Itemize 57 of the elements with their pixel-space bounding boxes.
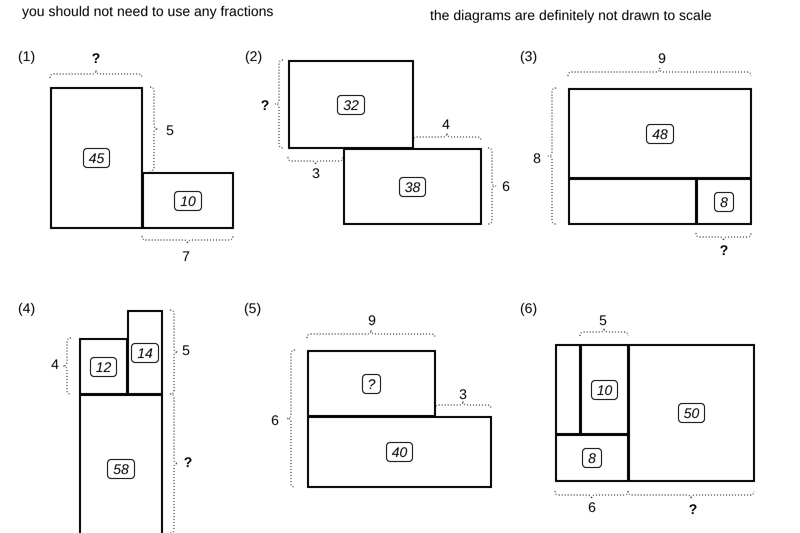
dimension-label: 9 (368, 312, 376, 328)
area-label: 48 (646, 124, 674, 144)
area-label: 14 (131, 342, 159, 362)
panel-number: (3) (520, 48, 538, 64)
area-label: ? (362, 374, 382, 394)
rectangle-region (628, 344, 755, 482)
rectangle-region (142, 172, 234, 229)
panel-number: (1) (18, 48, 36, 64)
dimension-label: ? (260, 97, 270, 113)
dimension-label: 4 (51, 356, 59, 372)
dimension-label: 3 (459, 386, 467, 402)
area-label: 58 (107, 459, 135, 479)
dimension-label: ? (720, 242, 728, 258)
area-label: 12 (90, 356, 118, 376)
dimension-label: 5 (166, 122, 174, 138)
dimension-label: ? (688, 501, 698, 517)
area-label: 8 (582, 448, 602, 468)
panel-number: (2) (245, 48, 262, 64)
rectangle-region (50, 87, 143, 229)
panel-number: (5) (244, 300, 262, 316)
rectangle-region (343, 148, 482, 225)
area-label: 10 (590, 380, 618, 400)
panel-number: (6) (520, 300, 538, 316)
rectangle-region (307, 416, 492, 488)
dimension-label: 5 (182, 342, 190, 358)
dimension-label: 4 (442, 116, 450, 132)
rectangle-region (288, 60, 414, 149)
area-label: 32 (337, 94, 365, 114)
rectangle-region (580, 344, 629, 435)
rectangle-region (696, 178, 752, 225)
rectangle-region (307, 350, 436, 417)
rectangle-region (127, 310, 163, 395)
note-text: the diagrams are definitely not drawn to scale (430, 7, 712, 23)
dimension-label: ? (92, 50, 100, 66)
area-label: 50 (678, 403, 706, 423)
area-label: 45 (82, 148, 110, 168)
panel-number: (4) (18, 300, 36, 316)
dimension-label: 8 (533, 150, 541, 166)
area-label: 38 (398, 176, 426, 196)
dimension-label: 6 (588, 499, 596, 515)
dimension-label: 3 (312, 165, 320, 181)
dimension-label: 9 (658, 50, 666, 66)
rectangle-region (568, 88, 752, 179)
dimension-label: 7 (182, 248, 190, 264)
rectangle-region (79, 394, 163, 533)
dimension-label: 5 (599, 312, 607, 328)
rectangle-region (79, 338, 128, 395)
dimension-label: 6 (271, 412, 279, 428)
dimension-label: ? (184, 454, 192, 470)
dimension-label: 6 (502, 178, 510, 194)
note-text: you should not need to use any fractions (22, 3, 274, 19)
area-label: 40 (386, 442, 414, 462)
area-label: 8 (714, 192, 734, 212)
rectangle-region (568, 178, 697, 225)
rectangle-region (555, 344, 581, 435)
area-label: 10 (174, 190, 202, 210)
rectangle-region (555, 434, 629, 482)
